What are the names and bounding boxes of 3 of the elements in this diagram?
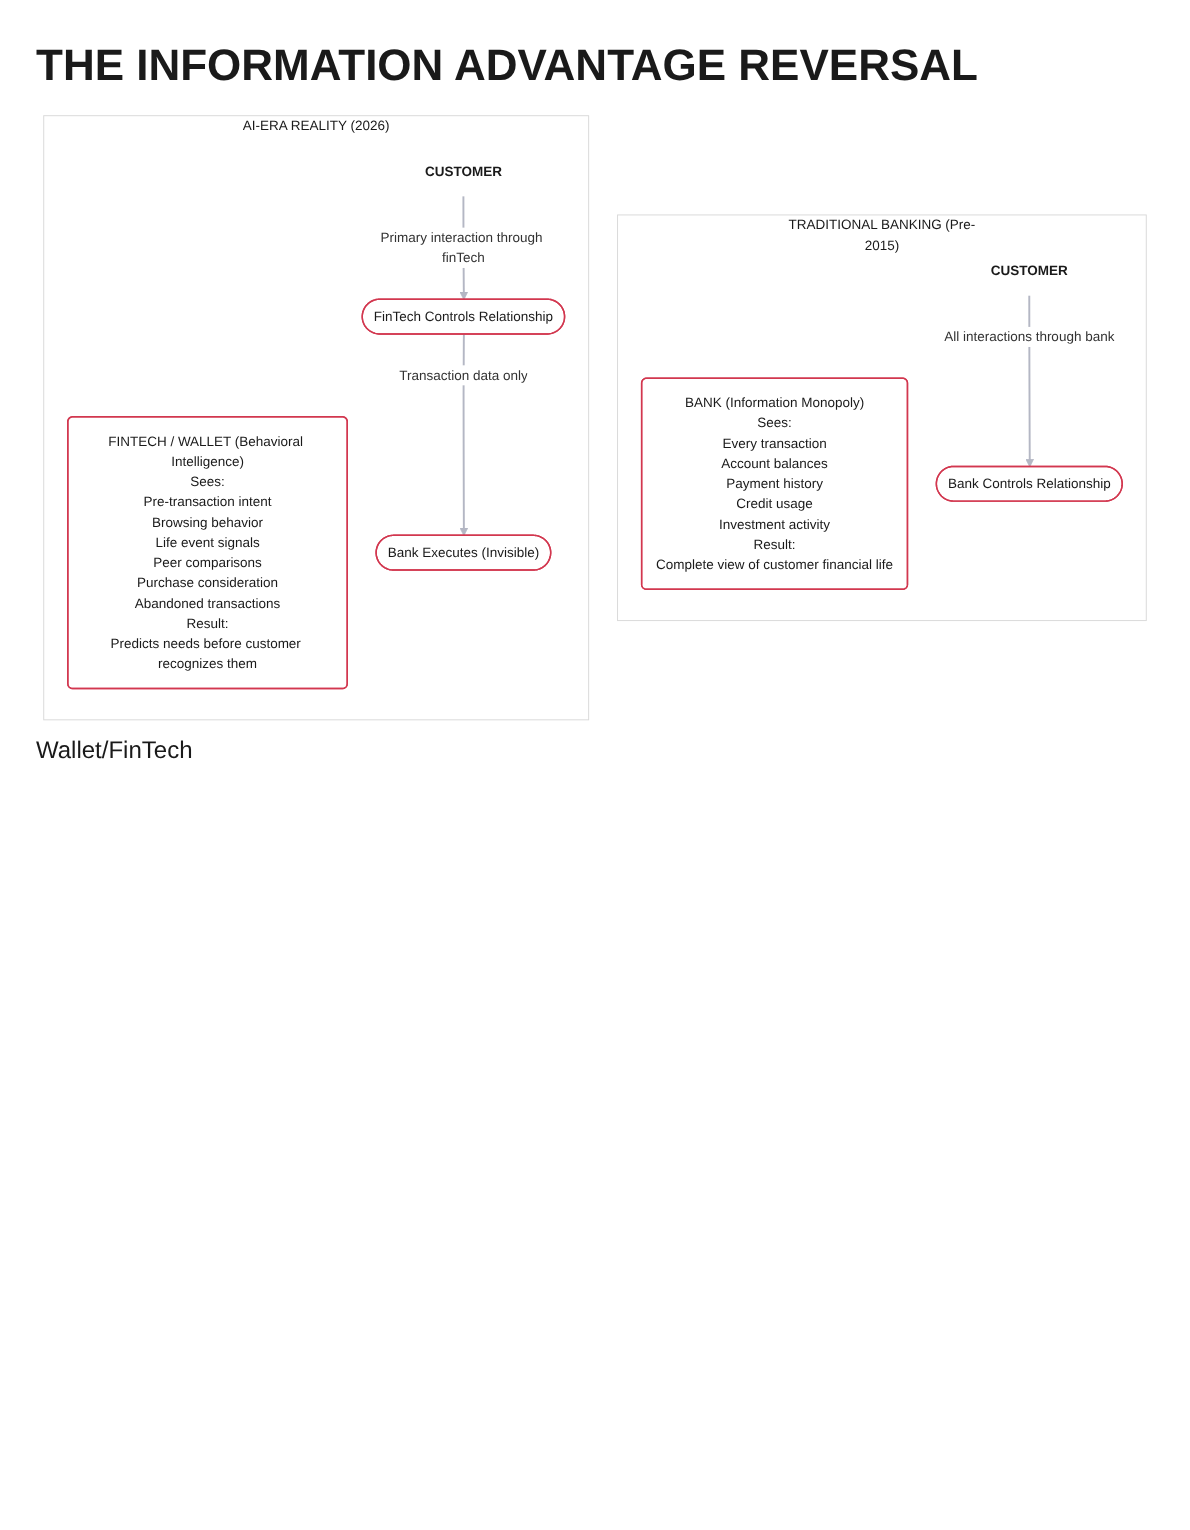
diagram-title: THE INFORMATION ADVANTAGE REVERSAL xyxy=(36,40,980,92)
note-text: Wallet/FinTech xyxy=(36,735,193,764)
arrow xyxy=(459,333,469,537)
